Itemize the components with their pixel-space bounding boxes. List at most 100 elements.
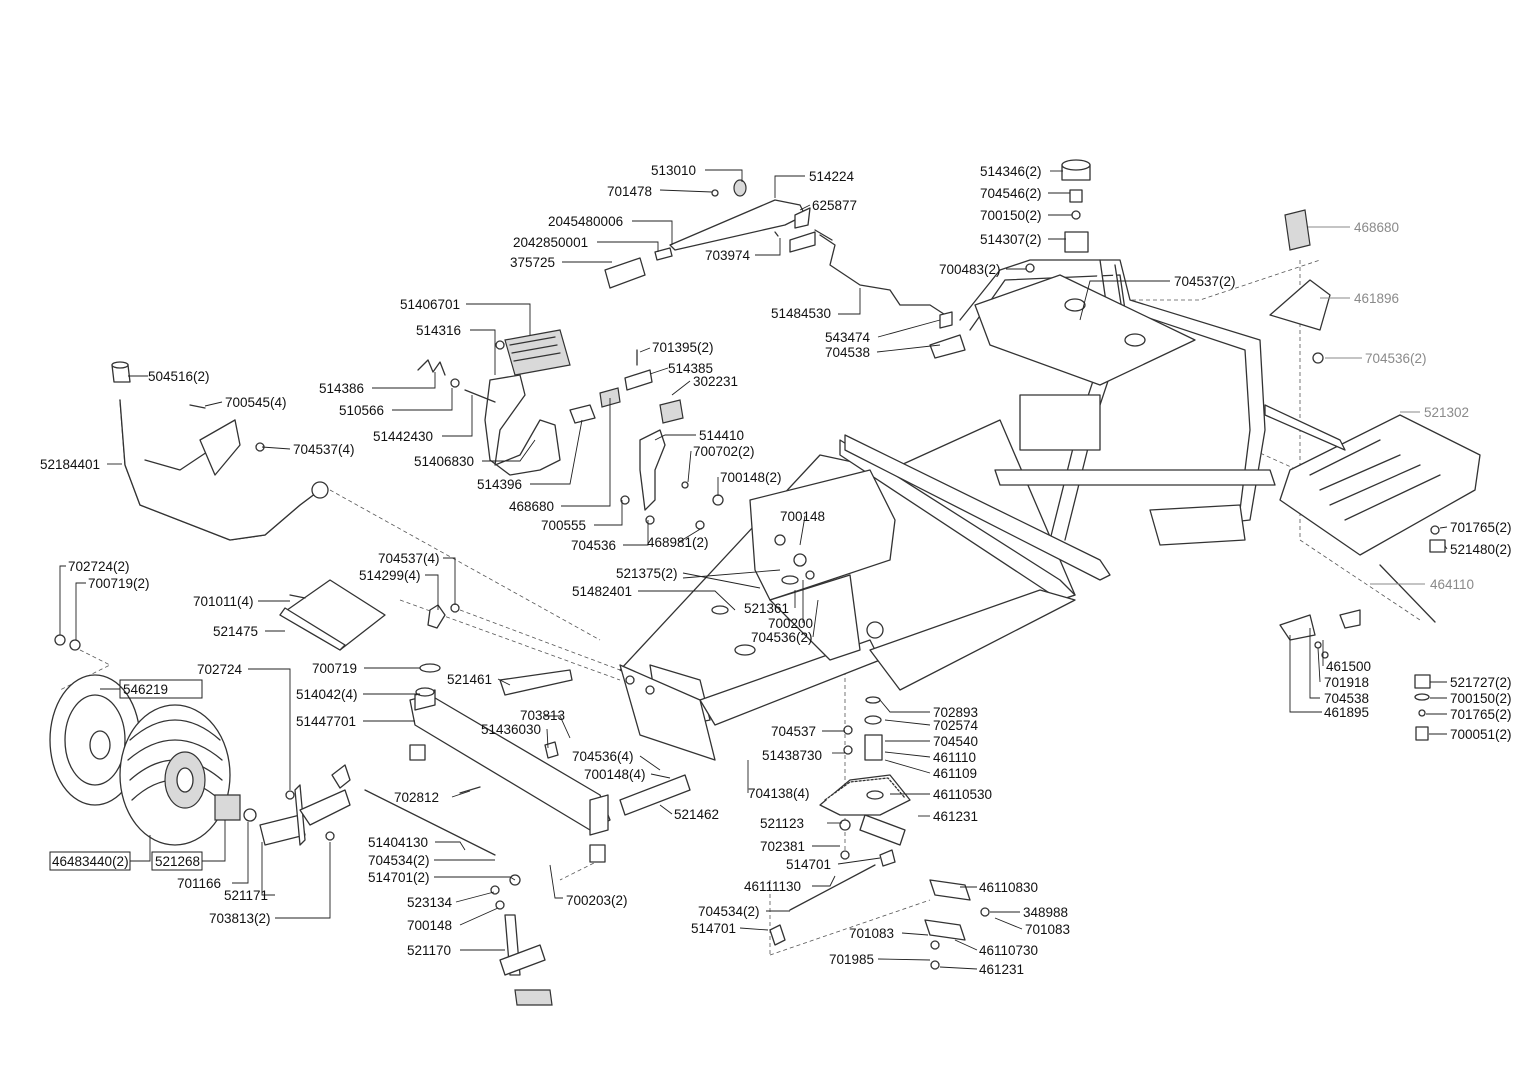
label-521171: 521171 (224, 888, 268, 903)
label-702724b: 702724 (197, 662, 243, 677)
label-700555: 700555 (541, 518, 586, 533)
lever-514224 (669, 199, 806, 251)
label-702893: 702893 (933, 705, 978, 720)
label-514701c: 514701 (691, 921, 736, 936)
label-543474: 543474 (825, 330, 871, 345)
hand-lever-assembly (604, 179, 966, 359)
label-46110730: 46110730 (979, 943, 1038, 958)
label-2045480006: 2045480006 (548, 214, 623, 229)
front-axle (331, 663, 691, 863)
label-52184401: 52184401 (40, 457, 100, 472)
label-514299: 514299(4) (359, 568, 421, 583)
label-51482401: 51482401 (572, 584, 632, 599)
label-461109: 461109 (933, 766, 977, 781)
label-703813a: 703813 (520, 708, 565, 723)
label-701011: 701011(4) (193, 594, 254, 609)
label-51404130: 51404130 (368, 835, 428, 850)
label-701395: 701395(2) (652, 340, 714, 355)
label-2042850001: 2042850001 (513, 235, 588, 250)
label-521375: 521375(2) (616, 566, 678, 581)
label-700545: 700545(4) (225, 395, 287, 410)
front-bumper (111, 361, 329, 541)
label-700148b: 700148(2) (720, 470, 782, 485)
label-51447701: 51447701 (296, 714, 356, 729)
label-302231: 302231 (693, 374, 738, 389)
label-510566: 510566 (339, 403, 384, 418)
label-46111130: 46111130 (744, 879, 801, 894)
label-461895: 461895 (1324, 705, 1369, 720)
label-700200: 700200 (768, 616, 813, 631)
label-46483440: 46483440(2) (52, 854, 129, 869)
label-514307: 514307(2) (980, 232, 1042, 247)
label-461110: 461110 (933, 750, 976, 765)
label-51484530: 51484530 (771, 306, 831, 321)
label-521361: 521361 (744, 601, 789, 616)
label-521123: 521123 (760, 816, 804, 831)
label-468680b: 468680 (1354, 220, 1399, 235)
label-704138: 704138(4) (748, 786, 810, 801)
label-514316: 514316 (416, 323, 461, 338)
label-461896: 461896 (1354, 291, 1399, 306)
label-513010: 513010 (651, 163, 696, 178)
pedal-pad-51406701 (504, 329, 571, 376)
label-51442430: 51442430 (373, 429, 433, 444)
label-704534b: 704534(2) (698, 904, 760, 919)
part-labels: 513010 701478 514224 625877 2045480006 2… (40, 163, 1512, 977)
frame-front-plate (619, 664, 716, 761)
footrest-521475 (279, 579, 460, 651)
label-348988: 348988 (1023, 905, 1068, 920)
label-701765b: 701765(2) (1450, 707, 1512, 722)
label-700150b: 700150(2) (1450, 691, 1512, 706)
label-514224: 514224 (809, 169, 855, 184)
label-701985: 701985 (829, 952, 874, 967)
label-700719b: 700719 (312, 661, 357, 676)
dash-cowl (749, 469, 896, 601)
label-46110830: 46110830 (979, 880, 1038, 895)
label-700148a: 700148 (780, 509, 825, 524)
label-700148c: 700148(4) (584, 767, 646, 782)
leader-lines (49, 169, 1448, 970)
label-523134: 523134 (407, 895, 453, 910)
label-625877: 625877 (812, 198, 857, 213)
label-521462: 521462 (674, 807, 719, 822)
label-704538b: 704538 (1324, 691, 1369, 706)
label-51406830: 51406830 (414, 454, 474, 469)
label-521727: 521727(2) (1450, 675, 1512, 690)
label-514042: 514042(4) (296, 687, 358, 702)
label-702812: 702812 (394, 790, 439, 805)
label-704540: 704540 (933, 734, 978, 749)
label-703974: 703974 (705, 248, 751, 263)
label-702381: 702381 (760, 839, 805, 854)
label-546219: 546219 (123, 682, 168, 697)
steering-sector (769, 696, 990, 970)
label-468680a: 468680 (509, 499, 554, 514)
label-704546: 704546(2) (980, 186, 1042, 201)
label-51438730: 51438730 (762, 748, 822, 763)
label-703813b: 703813(2) (209, 911, 271, 926)
label-701083b: 701083 (1025, 922, 1070, 937)
label-704536d: 704536(4) (572, 749, 634, 764)
label-461500: 461500 (1326, 659, 1371, 674)
label-704536a: 704536 (571, 538, 616, 553)
rear-small-parts (1025, 159, 1446, 741)
label-521170: 521170 (407, 943, 451, 958)
label-700148d: 700148 (407, 918, 452, 933)
label-700702: 700702(2) (693, 444, 755, 459)
label-514701b: 514701(2) (368, 870, 430, 885)
label-702574: 702574 (933, 718, 979, 733)
chassis-frame (619, 259, 1481, 761)
label-461231a: 461231 (933, 809, 978, 824)
label-701083a: 701083 (849, 926, 894, 941)
steering-knuckles (259, 784, 553, 1006)
seat-mount-plate (974, 274, 1196, 386)
label-375725: 375725 (510, 255, 555, 270)
label-521302: 521302 (1424, 405, 1469, 420)
label-46110530: 46110530 (933, 787, 992, 802)
label-521480: 521480(2) (1450, 542, 1512, 557)
label-514410: 514410 (699, 428, 744, 443)
label-704537c: 704537(2) (1174, 274, 1236, 289)
wheels (49, 634, 295, 846)
label-514396: 514396 (477, 477, 522, 492)
label-700150a: 700150(2) (980, 208, 1042, 223)
label-704536b: 704536(2) (751, 630, 813, 645)
